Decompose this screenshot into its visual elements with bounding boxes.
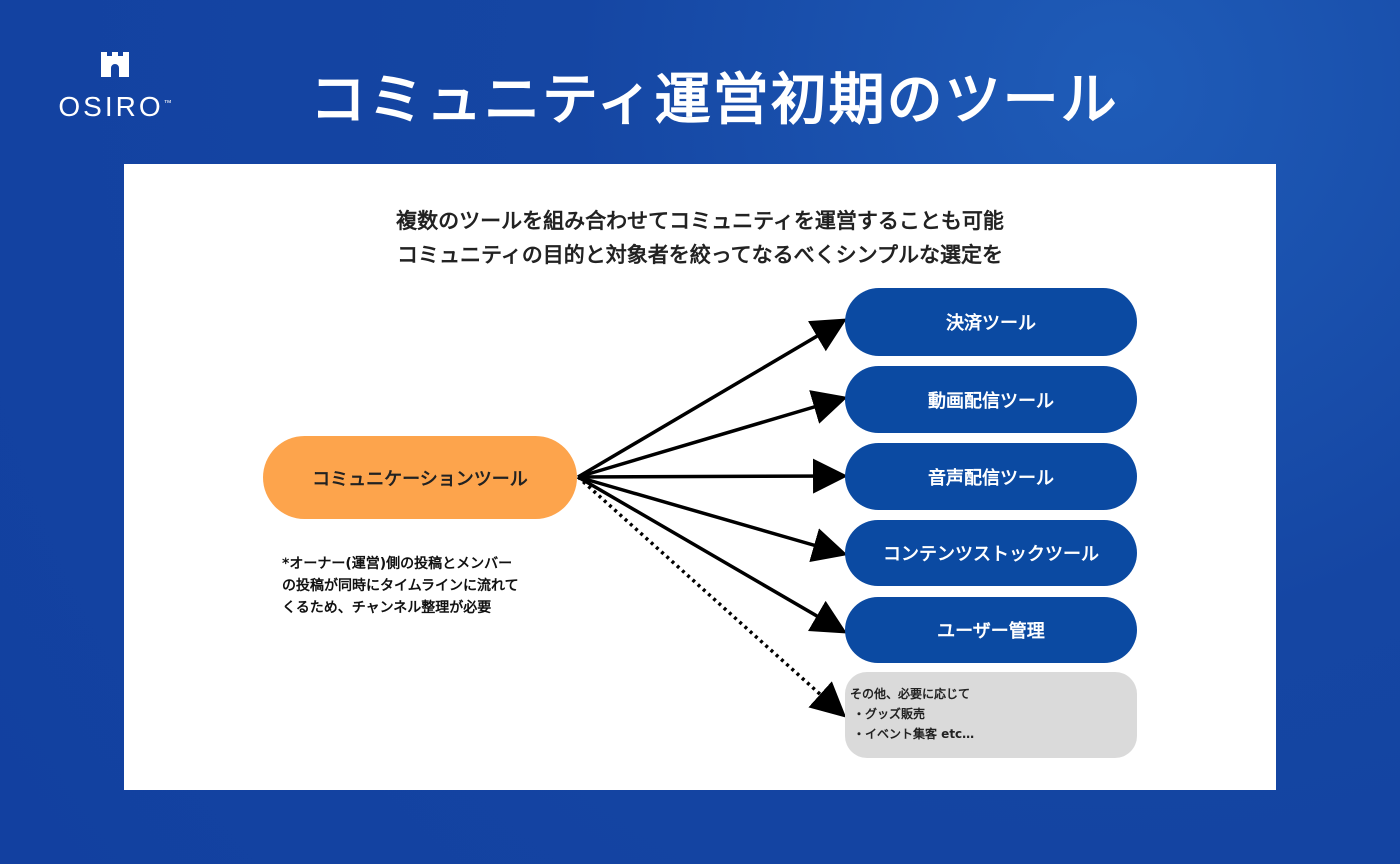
trademark: ™: [163, 98, 172, 108]
arrow-content: [577, 475, 848, 563]
castle-tower-icon: [101, 52, 129, 77]
page-title: コミュニティ運営初期のツール: [310, 68, 1119, 133]
arrow-video: [577, 390, 848, 479]
video-tool-node: 動画配信ツール: [845, 366, 1137, 433]
subtitle-line-1: 複数のツールを組み合わせてコミュニティを運営することも可能: [396, 209, 1004, 233]
note-line: *オーナー(運営)側の投稿とメンバー: [282, 556, 513, 572]
user-management-node: ユーザー管理: [845, 597, 1137, 663]
osiro-logo: OSIRO™: [50, 52, 180, 123]
content-stock-tool-node: コンテンツストックツール: [845, 520, 1137, 586]
note-line: くるため、チャンネル整理が必要: [282, 600, 492, 616]
other-item: ・イベント集客 etc…: [853, 727, 975, 741]
other-item: ・グッズ販売: [853, 707, 926, 721]
arrow-payment: [577, 318, 848, 479]
other-tools-node: その他、必要に応じて ・グッズ販売 ・イベント集客 etc…: [845, 672, 1137, 758]
arrow-audio: [577, 458, 848, 494]
note-line: の投稿が同時にタイムラインに流れて: [282, 578, 519, 594]
arrow-other-dotted: [576, 475, 847, 718]
communication-tool-node: コミュニケーションツール: [263, 436, 577, 519]
note: *オーナー(運営)側の投稿とメンバー の投稿が同時にタイムラインに流れて くるた…: [282, 553, 519, 619]
other-heading: その他、必要に応じて: [850, 687, 971, 701]
arrow-user: [577, 475, 848, 634]
payment-tool-node: 決済ツール: [845, 288, 1137, 356]
brand-name: OSIRO: [58, 91, 164, 122]
subtitle-line-2: コミュニティの目的と対象者を絞ってなるべくシンプルな選定を: [396, 243, 1004, 267]
audio-tool-node: 音声配信ツール: [845, 443, 1137, 510]
